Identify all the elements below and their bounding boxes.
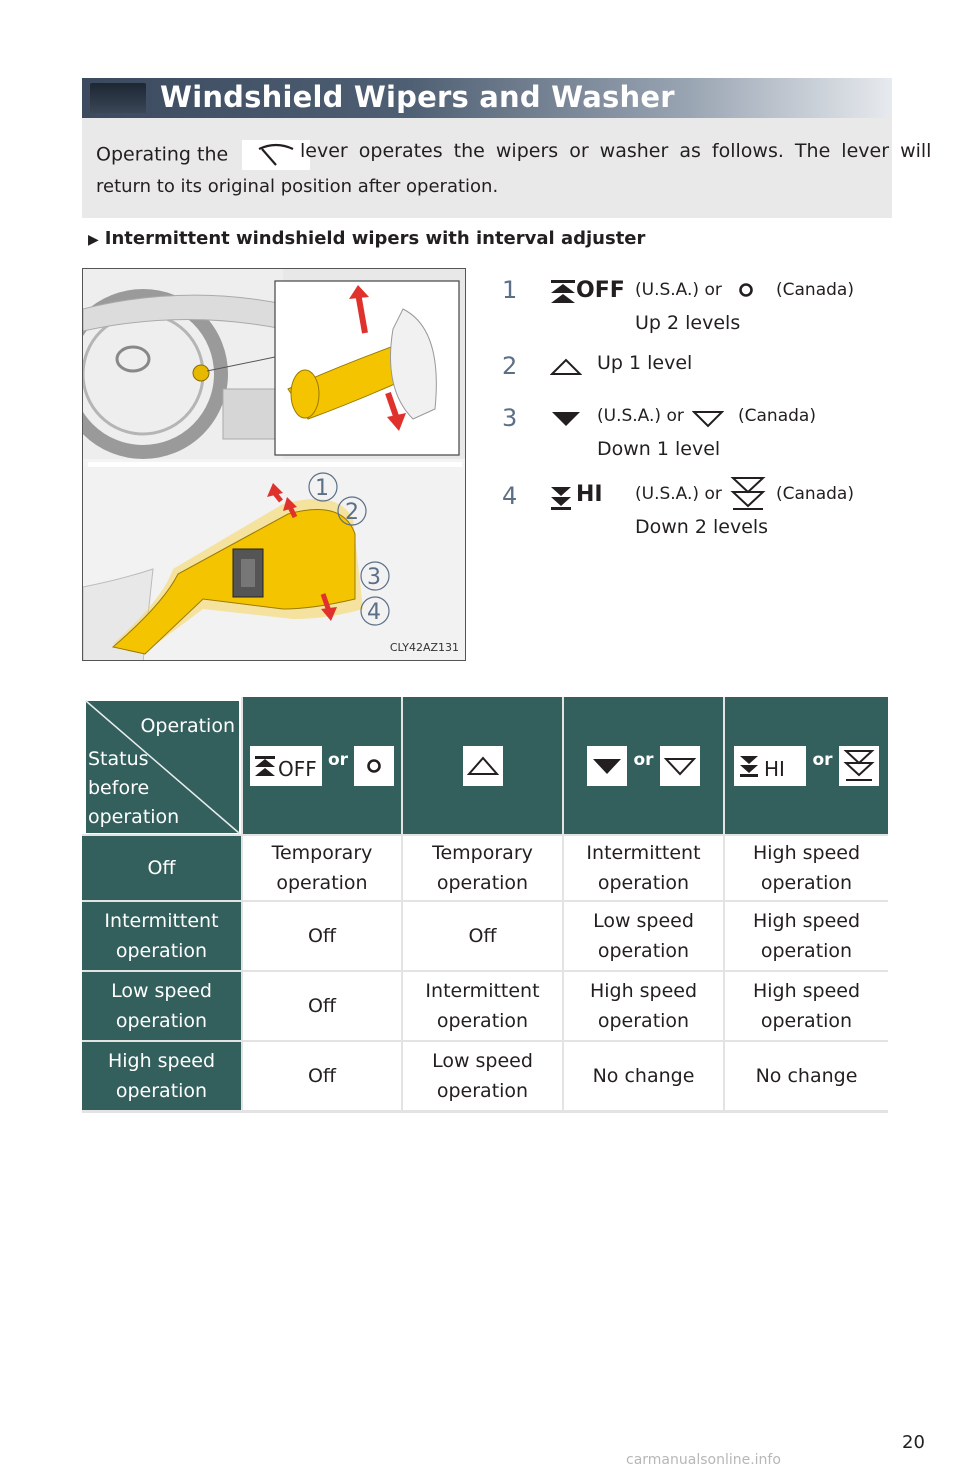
table-cell: No change bbox=[725, 1042, 888, 1110]
step-2-desc: Up 1 level bbox=[597, 352, 693, 374]
table-cell: Low speed operation bbox=[564, 902, 723, 970]
table-cell: High speed operation bbox=[564, 972, 723, 1040]
status-intermittent: Intermittent operation bbox=[82, 902, 241, 970]
step-4-canada: (Canada) bbox=[776, 484, 854, 504]
table-cell: Intermittent operation bbox=[564, 836, 723, 900]
or-label: or bbox=[812, 749, 833, 770]
down-outline-icon bbox=[659, 745, 700, 786]
status-label-1: Status bbox=[88, 748, 149, 770]
down-solid-icon bbox=[550, 410, 582, 432]
figure-callout-3: 3 bbox=[367, 565, 381, 590]
page-number: 20 bbox=[902, 1432, 925, 1453]
table-cell: Temporary operation bbox=[403, 836, 562, 900]
off-double-up-icon: OFF bbox=[249, 745, 322, 786]
section-banner: Windshield Wipers and Washer bbox=[82, 78, 892, 118]
intro-line1: Operating the bbox=[96, 140, 318, 170]
col-header-up-1 bbox=[403, 697, 562, 834]
hi-label: HI bbox=[576, 482, 603, 507]
table-cell: Low speed operation bbox=[403, 1042, 562, 1110]
figure-callout-4: 4 bbox=[367, 600, 381, 625]
intro-after-icon: lever operates the wipers or washer as f… bbox=[300, 140, 932, 162]
table-cell: No change bbox=[564, 1042, 723, 1110]
step-1-canada: (Canada) bbox=[776, 280, 854, 300]
status-high-speed: High speed operation bbox=[82, 1042, 241, 1110]
table-cell: Off bbox=[403, 902, 562, 970]
table-cell: High speed operation bbox=[725, 972, 888, 1040]
step-1-usa: (U.S.A.) or bbox=[635, 280, 722, 300]
double-down-outline-icon bbox=[730, 476, 766, 516]
o-ring-icon bbox=[354, 745, 395, 786]
figure-callout-2: 2 bbox=[345, 500, 359, 525]
off-double-up-icon bbox=[550, 280, 576, 308]
step-number: 3 bbox=[502, 404, 518, 432]
operation-table: Operation Status before operation OFF or… bbox=[82, 697, 888, 1113]
col-header-down-2: HI or bbox=[725, 697, 888, 834]
status-label-3: operation bbox=[88, 806, 180, 828]
or-label: or bbox=[327, 749, 349, 770]
intro-before-icon: Operating the bbox=[96, 143, 229, 166]
hi-double-down-icon bbox=[550, 486, 572, 514]
figure-callout-1: 1 bbox=[315, 476, 329, 501]
double-down-outline-icon bbox=[838, 745, 879, 786]
step-4-desc: Down 2 levels bbox=[635, 516, 769, 538]
intro-line2: return to its original position after op… bbox=[96, 176, 499, 197]
intro-box: Operating the lever operates the wipers … bbox=[82, 118, 931, 218]
table-cell: Intermittent operation bbox=[403, 972, 562, 1040]
step-1-desc: Up 2 levels bbox=[635, 312, 741, 334]
wiper-lever-icon bbox=[242, 140, 311, 170]
col-header-down-1: or bbox=[564, 697, 723, 834]
o-ring-icon bbox=[738, 282, 754, 302]
table-cell: High speed operation bbox=[725, 836, 888, 900]
table-corner: Operation Status before operation bbox=[82, 697, 241, 834]
hi-double-down-icon: HI bbox=[734, 745, 807, 786]
step-number: 4 bbox=[502, 482, 518, 510]
table-cell: High speed operation bbox=[725, 902, 888, 970]
figure-code: CLY42AZ131 bbox=[389, 641, 459, 654]
off-label: OFF bbox=[278, 757, 317, 781]
up-outline-icon bbox=[462, 745, 503, 786]
step-3-desc: Down 1 level bbox=[597, 438, 721, 460]
step-4-usa: (U.S.A.) or bbox=[635, 484, 722, 504]
table-cell: Off bbox=[243, 902, 401, 970]
down-outline-icon bbox=[691, 410, 725, 432]
banner-badge bbox=[90, 83, 146, 113]
table-cell: Temporary operation bbox=[243, 836, 401, 900]
watermark: carmanualsonline.info bbox=[626, 1452, 781, 1468]
table-cell: Off bbox=[243, 1042, 401, 1110]
page-title: Windshield Wipers and Washer bbox=[160, 80, 675, 114]
position-list: 1 OFF (U.S.A.) or (Canada) Up 2 levels 2… bbox=[502, 276, 902, 556]
step-3-usa: (U.S.A.) or bbox=[597, 406, 684, 426]
col-header-up-2: OFF or bbox=[243, 697, 401, 834]
wiper-lever-illustration: 1 2 3 4 CLY42AZ131 bbox=[82, 268, 466, 661]
step-number: 1 bbox=[502, 276, 518, 304]
status-low-speed: Low speed operation bbox=[82, 972, 241, 1040]
step-3-canada: (Canada) bbox=[738, 406, 816, 426]
hi-label: HI bbox=[764, 757, 785, 781]
step-number: 2 bbox=[502, 352, 518, 380]
down-solid-icon bbox=[587, 745, 628, 786]
up-outline-icon bbox=[549, 358, 583, 380]
status-label-2: before bbox=[88, 777, 150, 799]
status-off: Off bbox=[82, 836, 241, 900]
subheading: ▶ Intermittent windshield wipers with int… bbox=[88, 228, 645, 249]
subheading-text: Intermittent windshield wipers with inte… bbox=[104, 228, 646, 249]
triangle-bullet-icon: ▶ bbox=[88, 232, 99, 248]
operation-label: Operation bbox=[140, 715, 235, 737]
off-label: OFF bbox=[576, 278, 625, 303]
table-cell: Off bbox=[243, 972, 401, 1040]
or-label: or bbox=[633, 749, 654, 770]
